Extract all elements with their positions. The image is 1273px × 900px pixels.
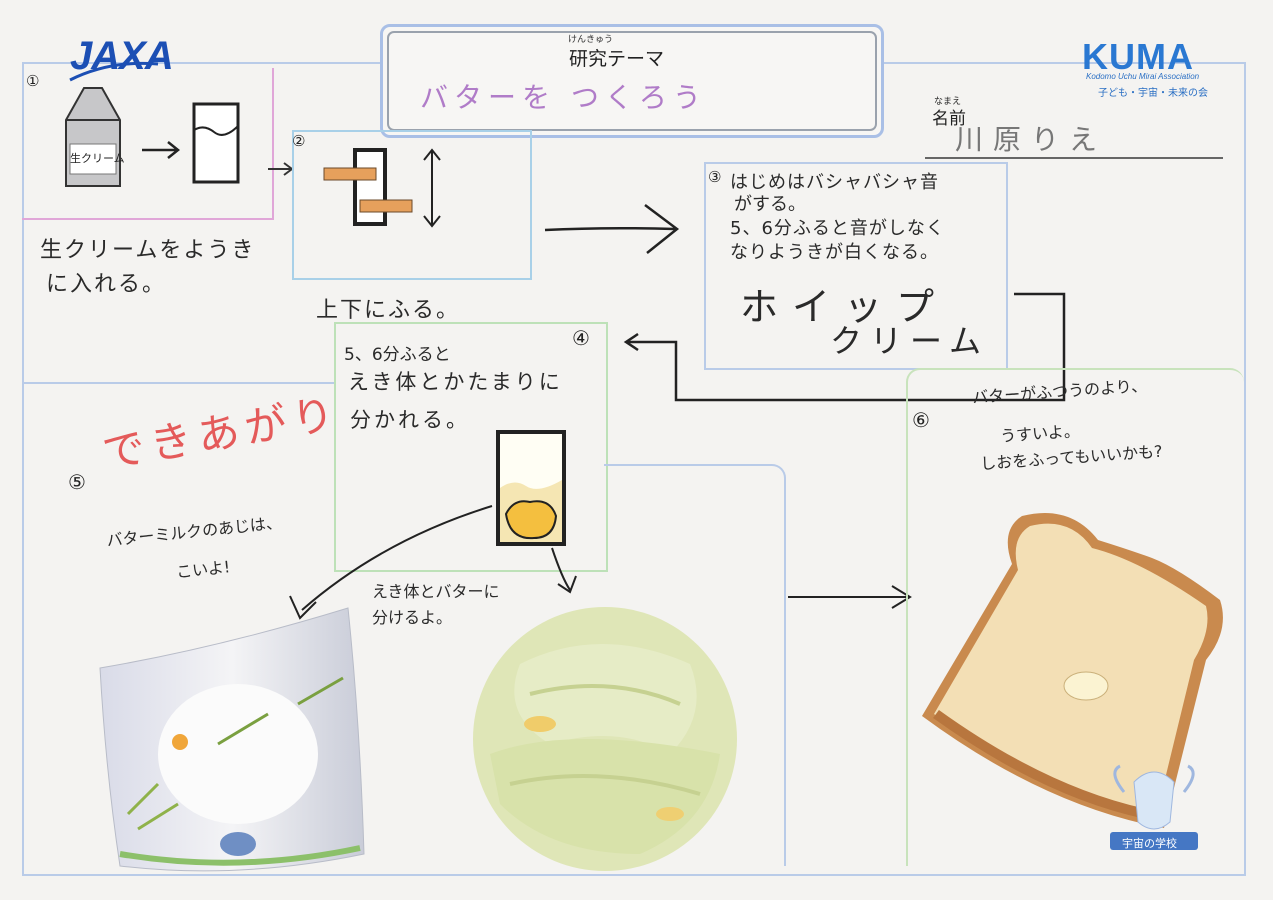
step1-caption-line2: に入れる。 [46, 272, 167, 297]
space-school-badge-icon [1110, 764, 1198, 850]
step1-number: ① [26, 72, 40, 90]
name-ruby: なまえ [934, 97, 962, 107]
step4-box [334, 322, 608, 572]
arrow-right-icon [142, 141, 181, 159]
butter-bowl-photo [473, 607, 737, 871]
step3-box [704, 162, 1008, 370]
arrow-to-buttermilk-icon [289, 505, 493, 620]
split-line1: えき体とバターに [372, 582, 500, 601]
jaxa-swoosh-icon [69, 61, 159, 82]
space-school-badge-label: 宇宙の学校 [1122, 837, 1177, 850]
step5-region [22, 382, 334, 384]
step2-caption: 上下にふる。 [316, 298, 461, 323]
theme-ruby: けんきゅう [568, 35, 614, 45]
theme-box [380, 24, 884, 138]
step3-big-line2: クリーム [830, 322, 990, 360]
cream-carton-icon [65, 87, 121, 187]
step5-number: ⑤ [68, 470, 86, 494]
buttermilk-glass-photo [99, 607, 365, 872]
arrow-step3-to-4-icon [623, 292, 1066, 402]
step4-number: ④ [572, 326, 590, 350]
arrow-to-butter-icon [551, 547, 577, 594]
separated-butter-container-icon [496, 430, 566, 546]
step1-caption-line1: 生クリームをようき [40, 238, 256, 263]
step3-big-line1: ホイップ [740, 285, 949, 329]
step6-number: ⑥ [912, 408, 930, 432]
step3-number: ③ [708, 168, 722, 186]
step3-line2: がする。 [734, 194, 806, 215]
name-value: 川原りえ [955, 123, 1108, 156]
step3-line3: 5、6分ふると音がしなく [730, 218, 945, 239]
name-label: 名前 [932, 109, 966, 129]
step4-line2: えき体とかたまりに [348, 370, 563, 394]
step5-region-right [604, 464, 786, 866]
step2-number: ② [292, 132, 306, 150]
jaxa-logo: JAXA [70, 34, 174, 78]
carton-label: 生クリーム [70, 152, 125, 165]
step1-box [22, 68, 274, 220]
shaking-hand-icon [323, 148, 441, 228]
kuma-logo: KUMA [1082, 36, 1194, 77]
step4-line1: 5、6分ふると [344, 345, 451, 365]
step6-box [906, 368, 1244, 866]
kuma-subtitle: Kodomo Uchu Mirai Association [1086, 72, 1200, 81]
arrow-to-bread-icon [788, 585, 912, 609]
step2-box [292, 130, 532, 280]
step3-line1: はじめはバシャバシャ音 [730, 172, 939, 193]
theme-value: バターを つくろう [420, 81, 707, 114]
step3-line4: なりようきが白くなる。 [730, 242, 939, 263]
step4-line3: 分かれる。 [350, 408, 470, 432]
name-underline [925, 157, 1223, 159]
kuma-tagline: 子ども・宇宙・未来の会 [1098, 88, 1208, 99]
split-line2: 分けるよ。 [372, 608, 453, 627]
container-icon [192, 102, 240, 184]
theme-label: 研究テーマ [569, 48, 665, 70]
toast-with-butter-photo [922, 513, 1223, 828]
arrow-step2-to-3-icon [544, 204, 680, 254]
